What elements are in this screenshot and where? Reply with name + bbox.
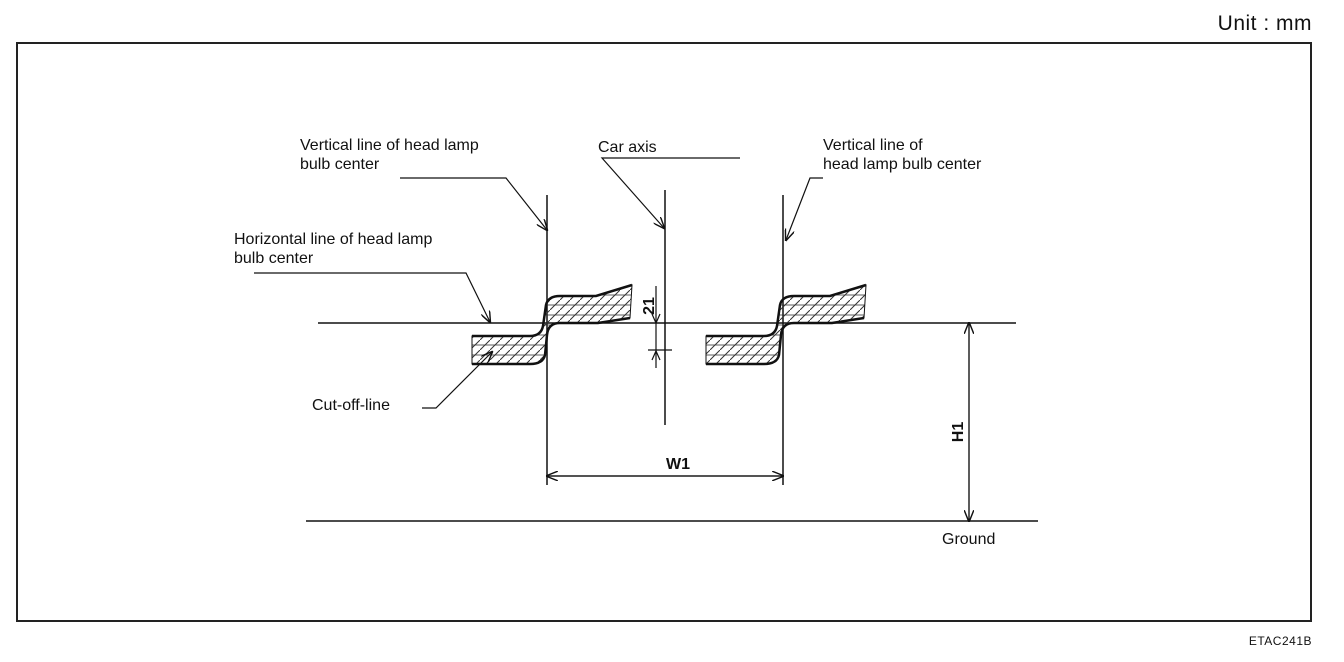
label-ground: Ground [942, 531, 995, 548]
label-vertical-left-2: bulb center [300, 156, 380, 173]
left-beam-pattern [471, 283, 633, 366]
leader-left-vertical [400, 177, 547, 230]
leader-car-axis [600, 157, 740, 228]
label-vertical-left-1: Vertical line of head lamp [300, 137, 479, 154]
label-horizontal-2: bulb center [234, 250, 314, 267]
dimension-21-label: 21 [641, 297, 658, 315]
right-beam-pattern [705, 283, 867, 366]
leader-horizontal [254, 272, 490, 322]
unit-label: Unit : mm [1217, 12, 1312, 35]
dimension-21 [648, 286, 672, 368]
label-vertical-right-1: Vertical line of [823, 137, 923, 154]
diagram-frame [16, 42, 1312, 622]
leader-cut-off [422, 352, 492, 409]
dimension-w1-label: W1 [666, 456, 690, 473]
label-horizontal-1: Horizontal line of head lamp [234, 231, 432, 248]
leader-right-vertical [786, 177, 823, 240]
label-cut-off-line: Cut-off-line [312, 397, 390, 414]
label-vertical-right-2: head lamp bulb center [823, 156, 982, 173]
dimension-h1-label: H1 [950, 422, 967, 443]
figure-code: ETAC241B [1248, 634, 1312, 648]
label-car-axis: Car axis [598, 139, 657, 156]
